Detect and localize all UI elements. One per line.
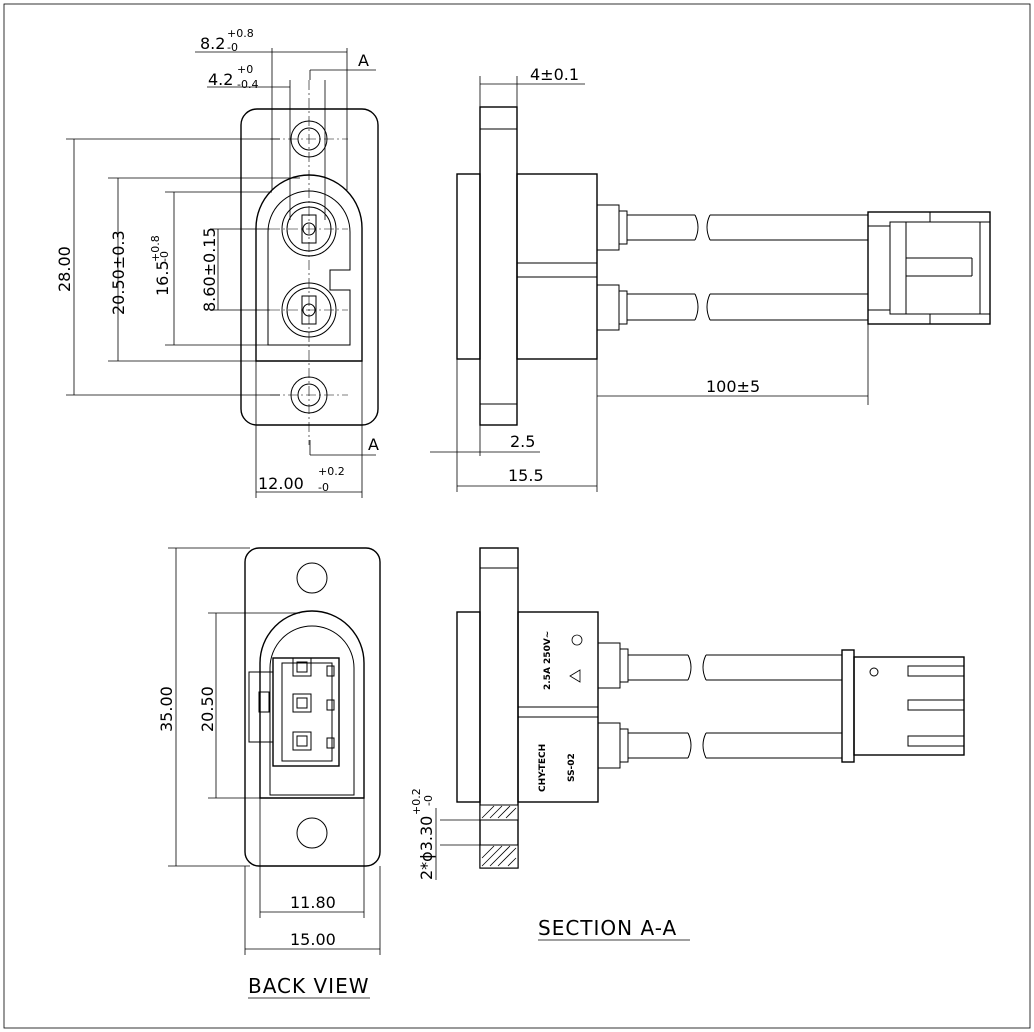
dim-28-00: 28.00 <box>55 246 74 292</box>
dim-8-60: 8.60±0.15 <box>200 227 219 312</box>
dim-8-2-tol-plus: +0.8 <box>227 27 254 40</box>
section-marker-top: A <box>358 51 369 70</box>
section-view: 2.5A 250V~ CHY-TECH SS-02 <box>410 547 965 941</box>
marking-brand: CHY-TECH <box>538 744 548 792</box>
back-view-label: BACK VIEW <box>248 974 369 998</box>
dim-16-5: 16.5 <box>153 260 172 296</box>
dim-100-5: 100±5 <box>706 377 760 396</box>
marking-model: SS-02 <box>567 753 577 782</box>
dim-8-2: 8.2 <box>200 34 225 53</box>
back-view: 35.00 20.50 11.80 15.00 BACK VIEW <box>157 547 381 999</box>
dim-12-00-tol-plus: +0.2 <box>318 465 345 478</box>
dim-15-5: 15.5 <box>508 466 544 485</box>
front-view: 8.2 +0.8 -0 4.2 +0 -0.4 A A 28.00 20.50±… <box>55 27 379 498</box>
dim-16-5-tol-plus: +0.8 <box>149 235 162 262</box>
dim-4-2-tol-minus: -0.4 <box>237 78 258 91</box>
dim-4-0-1: 4±0.1 <box>530 65 579 84</box>
dim-4-2: 4.2 <box>208 70 233 89</box>
section-marker-bottom: A <box>368 435 379 454</box>
ul-mark-icon <box>571 634 583 646</box>
dim-12-00-tol-minus: -0 <box>318 481 329 494</box>
dim-hole-tol-minus: -0 <box>422 795 435 806</box>
dim-2-5: 2.5 <box>510 432 535 451</box>
dim-hole-tol-plus: +0.2 <box>410 788 423 815</box>
dim-11-80: 11.80 <box>290 893 336 912</box>
dim-12-00: 12.00 <box>258 474 304 493</box>
dim-20-50-tol: 20.50±0.3 <box>109 230 128 315</box>
drawing-frame <box>3 3 1031 1029</box>
section-view-label: SECTION A-A <box>538 916 677 940</box>
side-view: 4±0.1 100±5 2.5 15.5 <box>430 65 991 492</box>
dim-35-00: 35.00 <box>157 686 176 732</box>
dim-15-00: 15.00 <box>290 930 336 949</box>
dim-16-5-tol-minus: -0 <box>158 251 171 262</box>
marking-rating: 2.5A 250V~ <box>543 631 553 690</box>
safety-triangle-icon <box>569 669 581 683</box>
dim-8-2-tol-minus: -0 <box>227 41 238 54</box>
dim-20-50: 20.50 <box>198 686 217 732</box>
dim-hole: 2*ϕ3.30 <box>417 816 436 880</box>
dim-4-2-tol-plus: +0 <box>237 63 253 76</box>
